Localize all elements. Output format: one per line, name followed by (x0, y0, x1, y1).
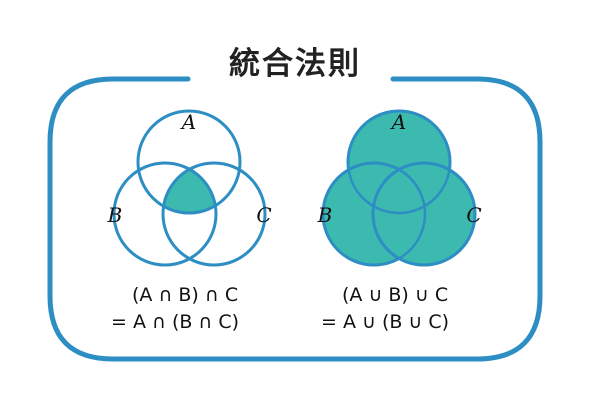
formula-intersection-line2: = A ∩ (B ∩ C) (111, 311, 240, 333)
label-b-left: B (107, 203, 123, 227)
page-title: 統合法則 (229, 46, 361, 82)
label-c-right: C (466, 203, 482, 227)
label-a-left: A (181, 110, 197, 134)
frame-border (47, 76, 543, 362)
circle-b-right (321, 161, 427, 267)
venn-intersection (112, 109, 267, 267)
circle-b-left (112, 161, 218, 267)
circle-c-left (161, 161, 267, 267)
venn-union (321, 109, 477, 267)
circle-c-right (371, 161, 477, 267)
circle-a-left (136, 109, 242, 215)
label-c-left: C (256, 203, 272, 227)
label-a-right: A (391, 110, 407, 134)
label-b-right: B (317, 203, 333, 227)
formula-union-line2: = A ∪ (B ∪ C) (321, 311, 450, 333)
circle-a-right (346, 109, 452, 215)
formula-intersection-line1: (A ∩ B) ∩ C (132, 284, 239, 306)
intersection-fill (163, 163, 216, 213)
formula-union-line1: (A ∪ B) ∪ C (342, 284, 449, 306)
